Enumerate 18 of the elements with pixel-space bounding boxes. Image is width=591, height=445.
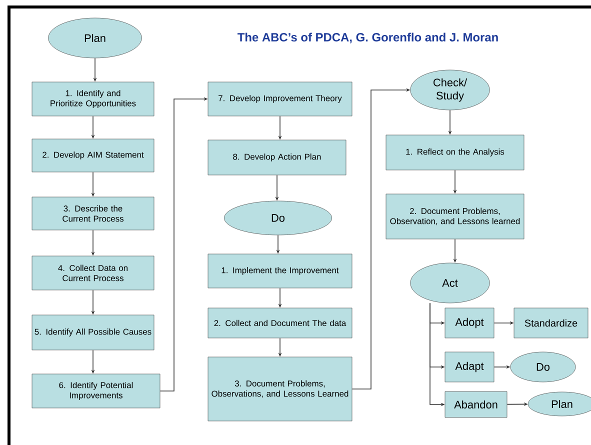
step-box: 3. Document Problems, Observations, and Lessons Learned: [208, 356, 352, 422]
title: The ABC’s of PDCA, G. Gorenflo and J. Moran: [238, 32, 498, 44]
step-box: 7. Develop Improvement Theory: [208, 82, 352, 116]
step-box: 1. Reflect on the Analysis: [386, 134, 524, 170]
step-box: 1. Implement the Improvement: [208, 254, 352, 288]
step-box: 3. Describe the Current Process: [32, 196, 154, 230]
step-box: 1. Identify and Prioritize Opportunities: [32, 82, 154, 116]
step-box: 2. Document Problems, Observation, and Lessons learned: [386, 194, 524, 240]
step-box: 2. Collect and Document The data: [208, 308, 352, 338]
step-box: Adopt: [444, 308, 494, 338]
step-box: Standardize: [514, 308, 588, 338]
step-box: Abandon: [444, 391, 508, 418]
step-box: 5. Identify All Possible Causes: [32, 314, 154, 350]
step-box: 8. Develop Action Plan: [208, 140, 346, 176]
step-box: 4. Collect Data on Current Process: [32, 256, 154, 290]
step-box: 6. Identify Potential Improvements: [32, 374, 160, 408]
step-box: Adapt: [444, 352, 494, 382]
step-box: 2. Develop AIM Statement: [32, 138, 154, 172]
